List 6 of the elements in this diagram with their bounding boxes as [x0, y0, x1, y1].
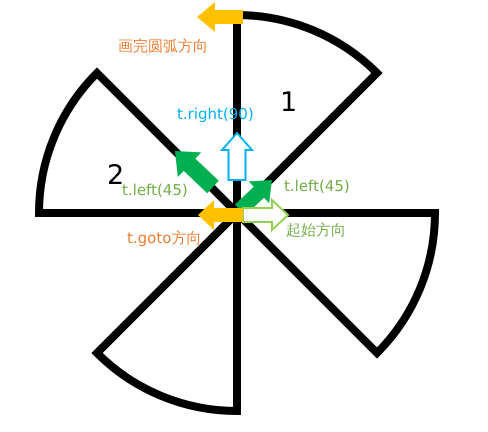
annotation-label: t.left(45): [284, 178, 350, 194]
sector-number: 1: [280, 88, 298, 118]
annotation-label: 起始方向: [286, 222, 346, 238]
annotation-label: 画完圆弧方向: [118, 38, 208, 54]
annotation-label: t.left(45): [122, 182, 188, 198]
annotation-label: t.goto方向: [127, 230, 202, 246]
